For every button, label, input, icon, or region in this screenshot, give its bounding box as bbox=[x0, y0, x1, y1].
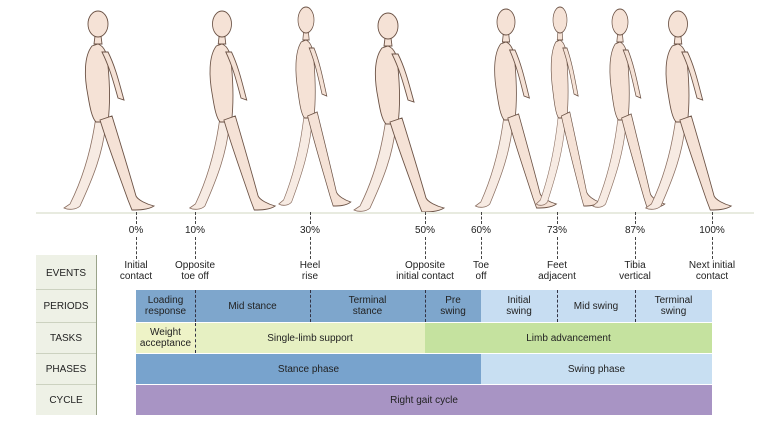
task-divider bbox=[195, 323, 196, 353]
tick-line-upper bbox=[310, 212, 311, 224]
figure-next-initial-contact bbox=[645, 10, 732, 211]
period-cell: Mid stance bbox=[195, 290, 310, 322]
tick-line-upper bbox=[557, 212, 558, 224]
percent-mark: 0% bbox=[128, 225, 144, 236]
percent-mark: 73% bbox=[546, 225, 568, 236]
tick-line-lower bbox=[635, 237, 636, 259]
tick-line-lower bbox=[136, 237, 137, 259]
period-cell: Mid swing bbox=[557, 290, 635, 322]
tick-line-upper bbox=[635, 212, 636, 224]
period-divider bbox=[557, 290, 558, 322]
tick-line-lower bbox=[310, 237, 311, 259]
row-label-cycle: CYCLE bbox=[36, 385, 96, 415]
tick-line-lower bbox=[557, 237, 558, 259]
tick-line-lower bbox=[195, 237, 196, 259]
task-cell: Limb advancement bbox=[425, 323, 712, 353]
cycle-cell: Right gait cycle bbox=[136, 385, 712, 415]
phase-cell: Stance phase bbox=[136, 354, 481, 384]
task-cell: Single-limb support bbox=[195, 323, 425, 353]
tick-line-upper bbox=[136, 212, 137, 224]
phase-cell: Swing phase bbox=[481, 354, 712, 384]
figure-tibia-vertical bbox=[592, 8, 666, 209]
tick-line-lower bbox=[481, 237, 482, 259]
period-divider bbox=[635, 290, 636, 322]
period-divider bbox=[310, 290, 311, 322]
percent-mark: 60% bbox=[470, 225, 492, 236]
tick-line-lower bbox=[425, 237, 426, 259]
row-label-phases: PHASES bbox=[36, 354, 96, 385]
ground-line bbox=[36, 212, 754, 214]
percent-mark: 100% bbox=[699, 225, 725, 236]
figure-opposite-initial-contact bbox=[353, 12, 445, 213]
row-label-tasks: TASKS bbox=[36, 323, 96, 354]
percent-mark: 10% bbox=[184, 225, 206, 236]
percent-mark: 87% bbox=[624, 225, 646, 236]
tick-line-upper bbox=[425, 212, 426, 224]
period-divider bbox=[425, 290, 426, 322]
period-divider bbox=[195, 290, 196, 322]
tick-line-upper bbox=[712, 212, 713, 224]
tick-line-upper bbox=[481, 212, 482, 224]
figure-opposite-toe-off bbox=[189, 10, 276, 211]
percent-mark: 50% bbox=[414, 225, 436, 236]
figure-feet-adjacent bbox=[535, 6, 600, 207]
row-label-periods: PERIODS bbox=[36, 290, 96, 323]
walking-figures bbox=[63, 6, 732, 213]
figure-toe-off bbox=[474, 8, 557, 209]
tick-line-lower bbox=[712, 237, 713, 259]
row-label-events: EVENTS bbox=[36, 257, 96, 290]
percent-mark: 30% bbox=[299, 225, 321, 236]
tick-line-upper bbox=[195, 212, 196, 224]
figure-heel-rise bbox=[278, 6, 352, 207]
label-separator bbox=[96, 255, 97, 415]
figure-initial-contact bbox=[63, 10, 155, 211]
